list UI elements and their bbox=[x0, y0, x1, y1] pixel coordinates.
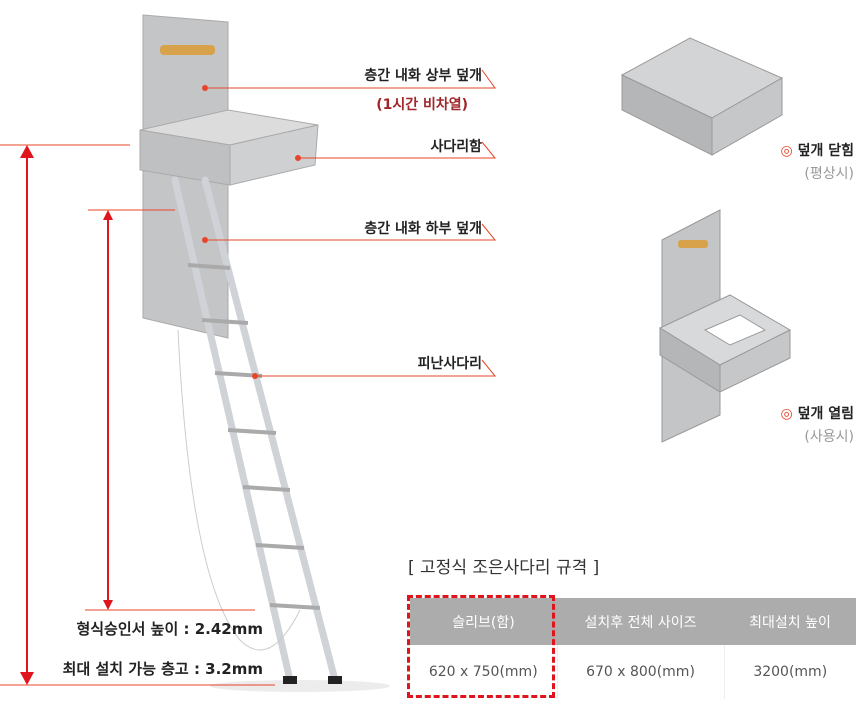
leader-lines bbox=[0, 69, 497, 686]
ladder-rungs bbox=[187, 263, 321, 610]
upper-cover-note: (1시간 비차열) bbox=[376, 97, 468, 113]
dimension-arrows bbox=[20, 145, 113, 685]
closed-cover-image bbox=[620, 37, 784, 156]
spec-value: 3200(mm) bbox=[723, 645, 856, 699]
max-floor-height-label: 최대 설치 가능 층고 : 3.2mm bbox=[62, 660, 263, 678]
open-cover-image bbox=[658, 209, 792, 443]
open-state-note: (사용시) bbox=[804, 429, 854, 445]
ladder-box-label: 사다리함 bbox=[430, 139, 482, 155]
floor-shadow bbox=[210, 680, 390, 692]
approved-height-label: 형식승인서 높이 : 2.42mm bbox=[76, 620, 263, 638]
spec-value: 620 x 750(mm) bbox=[428, 664, 538, 680]
open-state-title: ◎ 덮개 열림 bbox=[780, 406, 855, 422]
highlight-box bbox=[407, 595, 555, 698]
closed-state-note: (평상시) bbox=[804, 166, 854, 182]
spec-value: 670 x 800(mm) bbox=[556, 645, 724, 699]
spec-table: 슬리브(함) 설치후 전체 사이즈 최대설치 높이 620 x 750(mm) … bbox=[410, 598, 856, 699]
closed-state-title: ◎ 덮개 닫힘 bbox=[780, 143, 855, 159]
upper-cover-label: 층간 내화 상부 덮개 bbox=[364, 68, 482, 84]
double-circle-icon: ◎ bbox=[780, 406, 793, 422]
spec-header: 최대설치 높이 bbox=[724, 598, 856, 645]
handle bbox=[160, 45, 215, 55]
spec-header: 설치후 전체 사이즈 bbox=[557, 598, 724, 645]
spec-title: [ 고정식 조은사다리 규격 ] bbox=[408, 558, 600, 578]
escape-ladder-label: 피난사다리 bbox=[417, 356, 482, 372]
double-circle-icon: ◎ bbox=[780, 143, 793, 159]
spec-value-row: 620 x 750(mm) 670 x 800(mm) 3200(mm) bbox=[410, 645, 856, 699]
spec-header: 슬리브(함) bbox=[410, 598, 557, 645]
spec-header-row: 슬리브(함) 설치후 전체 사이즈 최대설치 높이 bbox=[410, 598, 856, 645]
lower-cover-label: 층간 내화 하부 덮개 bbox=[364, 221, 482, 237]
